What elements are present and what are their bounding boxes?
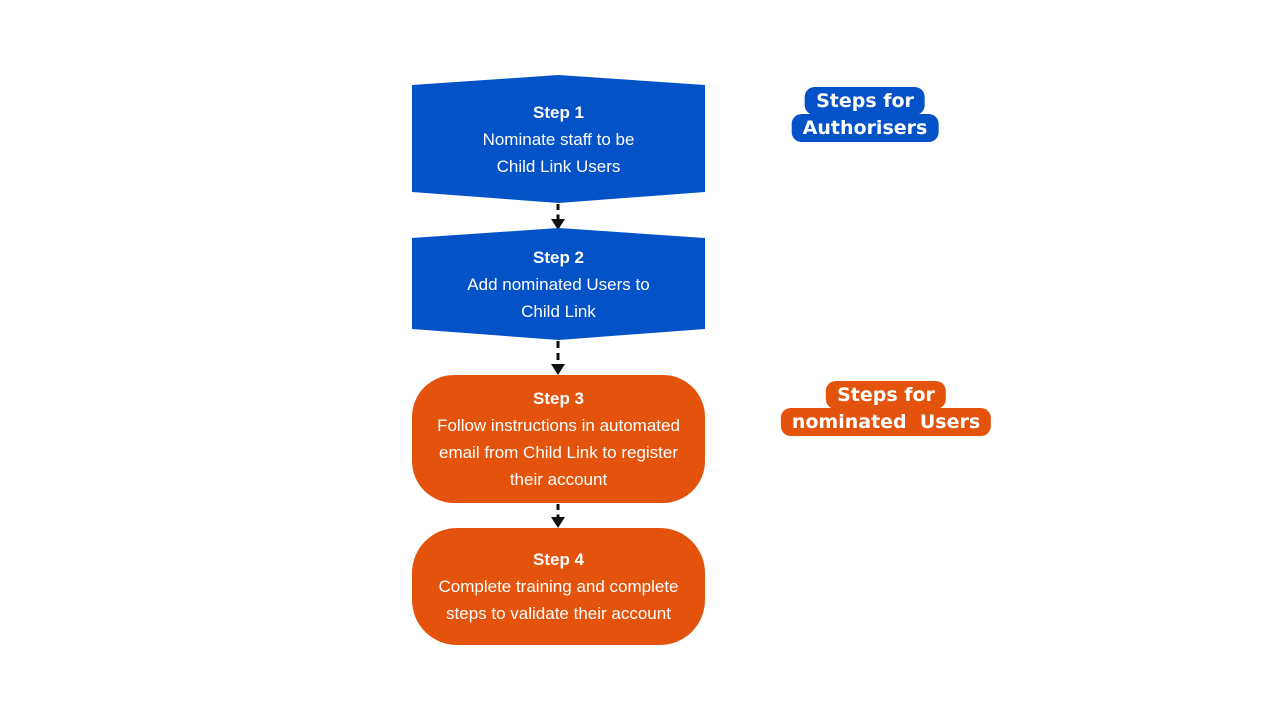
step-4-body: Complete training and complete steps to …	[438, 577, 679, 623]
step-4-shape: Step 4 Complete training and complete st…	[412, 528, 705, 645]
step-2-shape: Step 2 Add nominated Users to Child Link	[412, 228, 705, 340]
step-1-body: Nominate staff to be Child Link Users	[482, 129, 635, 176]
step-1-shape: Step 1 Nominate staff to be Child Link U…	[412, 75, 705, 203]
step-1-title: Step 1	[532, 102, 585, 122]
step-3-body: Follow instructions in automated email f…	[437, 416, 680, 489]
flow-arrow-1-to-2	[551, 204, 565, 230]
flow-arrow-2-to-3	[551, 341, 565, 375]
flow-arrow-3-to-4	[551, 504, 565, 528]
badge-authorisers-line-1: Steps for	[805, 87, 925, 115]
step-3-title: Step 3	[532, 389, 585, 408]
badge-steps-for-authorisers: Steps for Authorisers	[791, 87, 939, 142]
badge-nominated-line-1: Steps for	[826, 381, 946, 409]
badge-authorisers-line-2: Authorisers	[791, 114, 939, 142]
step-3-shape: Step 3 Follow instructions in automated …	[412, 375, 705, 503]
badge-nominated-line-2: nominated Users	[780, 408, 992, 436]
step-2-title: Step 2	[532, 247, 585, 267]
step-4-title: Step 4	[532, 550, 585, 569]
step-2-body: Add nominated Users to Child Link	[467, 274, 650, 321]
badge-steps-for-nominated-users: Steps for nominated Users	[780, 381, 992, 436]
